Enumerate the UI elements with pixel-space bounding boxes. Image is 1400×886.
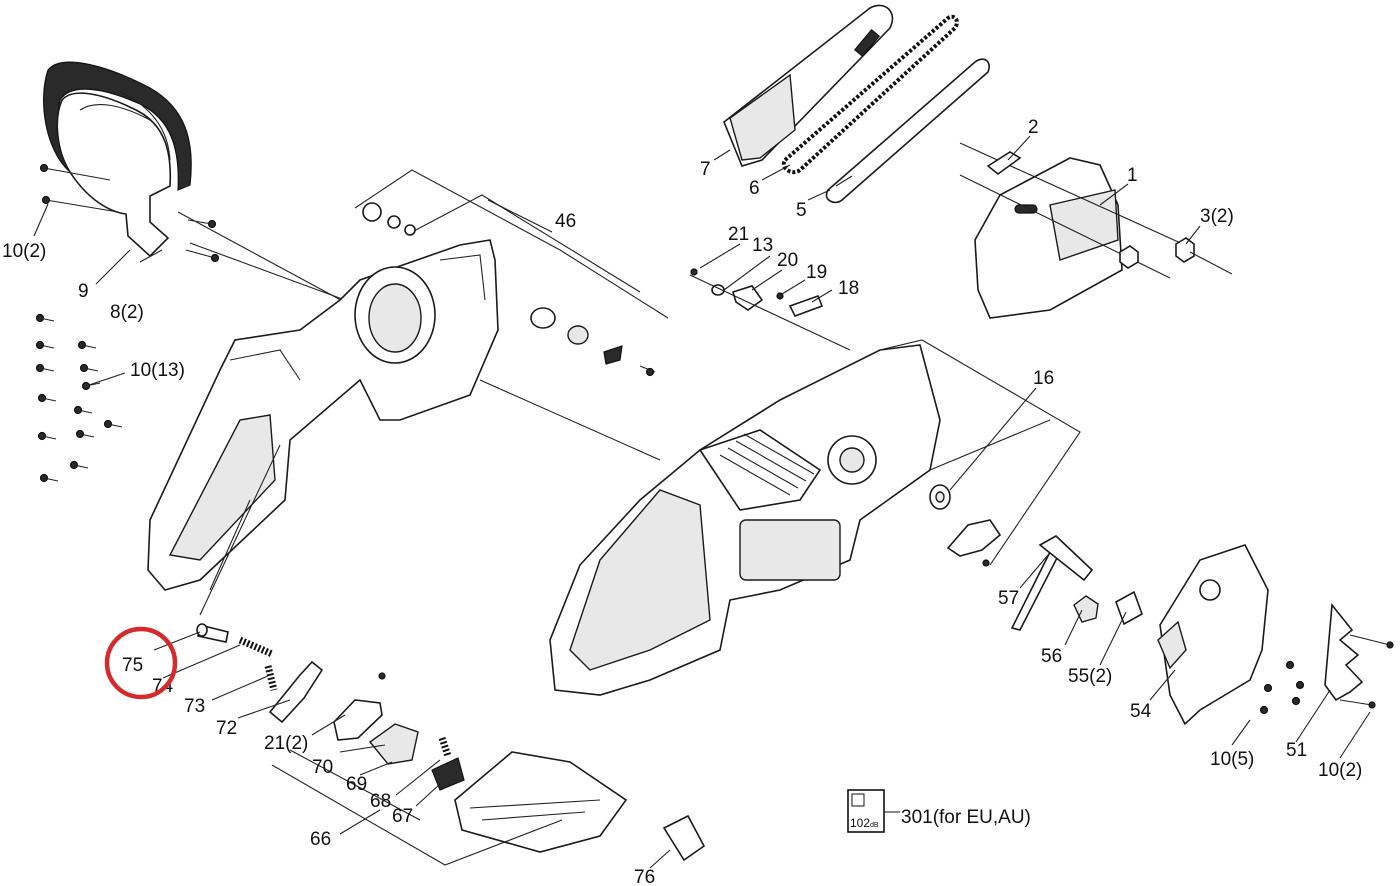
combination-tool <box>1010 535 1094 631</box>
highlight-circle <box>104 626 178 700</box>
label-20: 20 <box>777 250 798 271</box>
scabbard <box>723 4 894 167</box>
switch-parts <box>271 672 628 866</box>
label-56: 56 <box>1041 646 1062 667</box>
label-21: 21 <box>728 224 749 245</box>
rear-handle <box>43 61 192 258</box>
label-68: 68 <box>370 791 391 812</box>
label-8: 8(2) <box>110 302 144 323</box>
screw-set-5 <box>1259 660 1305 715</box>
label-46: 46 <box>555 211 576 232</box>
label-76: 76 <box>634 867 655 886</box>
label-10d: 10(2) <box>1318 760 1362 781</box>
label-1: 1 <box>1127 165 1138 186</box>
label-57: 57 <box>998 588 1019 609</box>
part-76 <box>662 814 706 862</box>
label-72: 72 <box>216 718 237 739</box>
bumper-spike <box>1324 602 1394 709</box>
trigger-parts <box>196 444 324 724</box>
label-2: 2 <box>1028 117 1039 138</box>
label-51: 51 <box>1286 740 1307 761</box>
label-18: 18 <box>838 278 859 299</box>
label-301: 301(for EU,AU) <box>901 807 1031 828</box>
left-housing <box>147 239 499 591</box>
label-10b: 10(13) <box>130 360 185 381</box>
guide-bar <box>825 58 990 204</box>
sprocket-parts <box>929 484 1002 567</box>
side-plate <box>1157 544 1269 726</box>
part-2-block <box>986 151 1022 176</box>
handle-screws <box>39 163 351 306</box>
label-10c: 10(5) <box>1210 749 1254 770</box>
part-55 <box>1115 590 1143 626</box>
label-73: 73 <box>184 696 205 717</box>
leader-lines <box>33 135 1371 869</box>
label-75: 75 <box>122 655 143 676</box>
label-54: 54 <box>1130 701 1152 722</box>
noise-value: 102 <box>850 816 870 830</box>
noise-unit: dB <box>870 822 879 829</box>
label-5: 5 <box>796 200 807 221</box>
screw-set-13 <box>35 313 123 483</box>
label-67: 67 <box>392 806 413 827</box>
bearing-assembly-46 <box>354 169 669 377</box>
label-21-2: 21(2) <box>264 733 308 754</box>
label-6: 6 <box>749 178 760 199</box>
label-66: 66 <box>310 829 331 850</box>
label-3: 3(2) <box>1200 206 1234 227</box>
main-housing <box>479 339 1081 696</box>
label-16: 16 <box>1033 368 1054 389</box>
label-13: 13 <box>752 235 773 256</box>
chain-cover <box>959 142 1233 319</box>
label-9: 9 <box>78 281 89 302</box>
label-69: 69 <box>346 774 367 795</box>
part-56 <box>1073 595 1099 623</box>
label-70: 70 <box>312 757 333 778</box>
label-19: 19 <box>806 262 827 283</box>
label-10a: 10(2) <box>2 241 46 262</box>
noise-label-301: 102 dB <box>847 789 900 833</box>
label-55: 55(2) <box>1068 666 1112 687</box>
part-labels: 1 2 3(2) 5 6 7 8(2) 9 10(2) 10(13) 10(5)… <box>2 117 1362 886</box>
label-7: 7 <box>700 159 711 180</box>
